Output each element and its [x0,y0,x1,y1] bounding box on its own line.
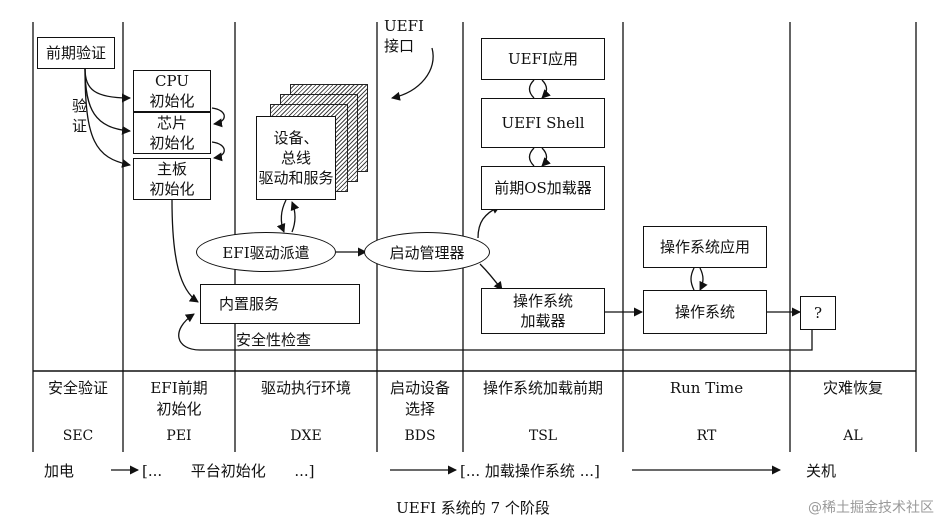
os-loader-box: 操作系统 加载器 [481,288,605,334]
chip-init-box: 芯片 初始化 [133,112,211,154]
uefi-interface-label: UEFI 接口 [384,17,424,56]
phase-name-tsl: 操作系统加载前期 [482,379,603,397]
board-init-box: 主板 初始化 [133,158,211,200]
efi-driver-dispatcher-oval: EFI驱动派遣 [196,232,336,272]
security-check-label: 安全性检查 [236,331,312,349]
phase-abbr-rt: RT [696,428,717,444]
connection-arrows [84,47,813,475]
phase-abbr-dxe: DXE [290,428,322,444]
phase-name-dxe: 驱动执行环境 [260,379,351,397]
os-application-box: 操作系统应用 [643,226,767,268]
boot-manager-oval: 启动管理器 [364,232,490,272]
phase-abbr-al: AL [843,428,863,444]
early-verification-box: 前期验证 [37,37,115,69]
figure-caption: UEFI 系统的 7 个阶段 [396,499,550,517]
phase-abbr-tsl: TSL [528,428,558,444]
unknown-state-box: ? [800,296,836,330]
flow-shutdown: 关机 [806,462,837,480]
operating-system-box: 操作系统 [643,290,767,334]
builtin-services-box: 内置服务 [200,284,360,324]
device-bus-driver-box: 设备、 总线 驱动和服务 [256,116,336,200]
flow-platform-init: [... 平台初始化 ...] [142,462,315,480]
verify-label: 验 证 [72,97,88,136]
flow-power-on: 加电 [44,462,75,480]
watermark: @稀土掘金技术社区 [808,500,934,516]
phase-abbr-bds: BDS [404,428,436,444]
phase-name-bds: 启动设备 选择 [389,379,450,418]
uefi-shell-box: UEFI Shell [481,98,605,148]
phase-name-sec: 安全验证 [47,379,108,397]
cpu-init-box: CPU 初始化 [133,70,211,112]
phase-abbr-sec: SEC [62,428,94,444]
flow-os-load: [... 加载操作系统 ...] [460,462,600,480]
phase-abbr-pei: PEI [166,428,192,444]
phase-name-al: 灾难恢复 [822,379,883,397]
phase-name-pei: EFI前期 初始化 [150,379,208,418]
early-os-loader-box: 前期OS加载器 [481,166,605,210]
phase-name-rt: Run Time [669,379,744,397]
uefi-app-box: UEFI应用 [481,38,605,80]
